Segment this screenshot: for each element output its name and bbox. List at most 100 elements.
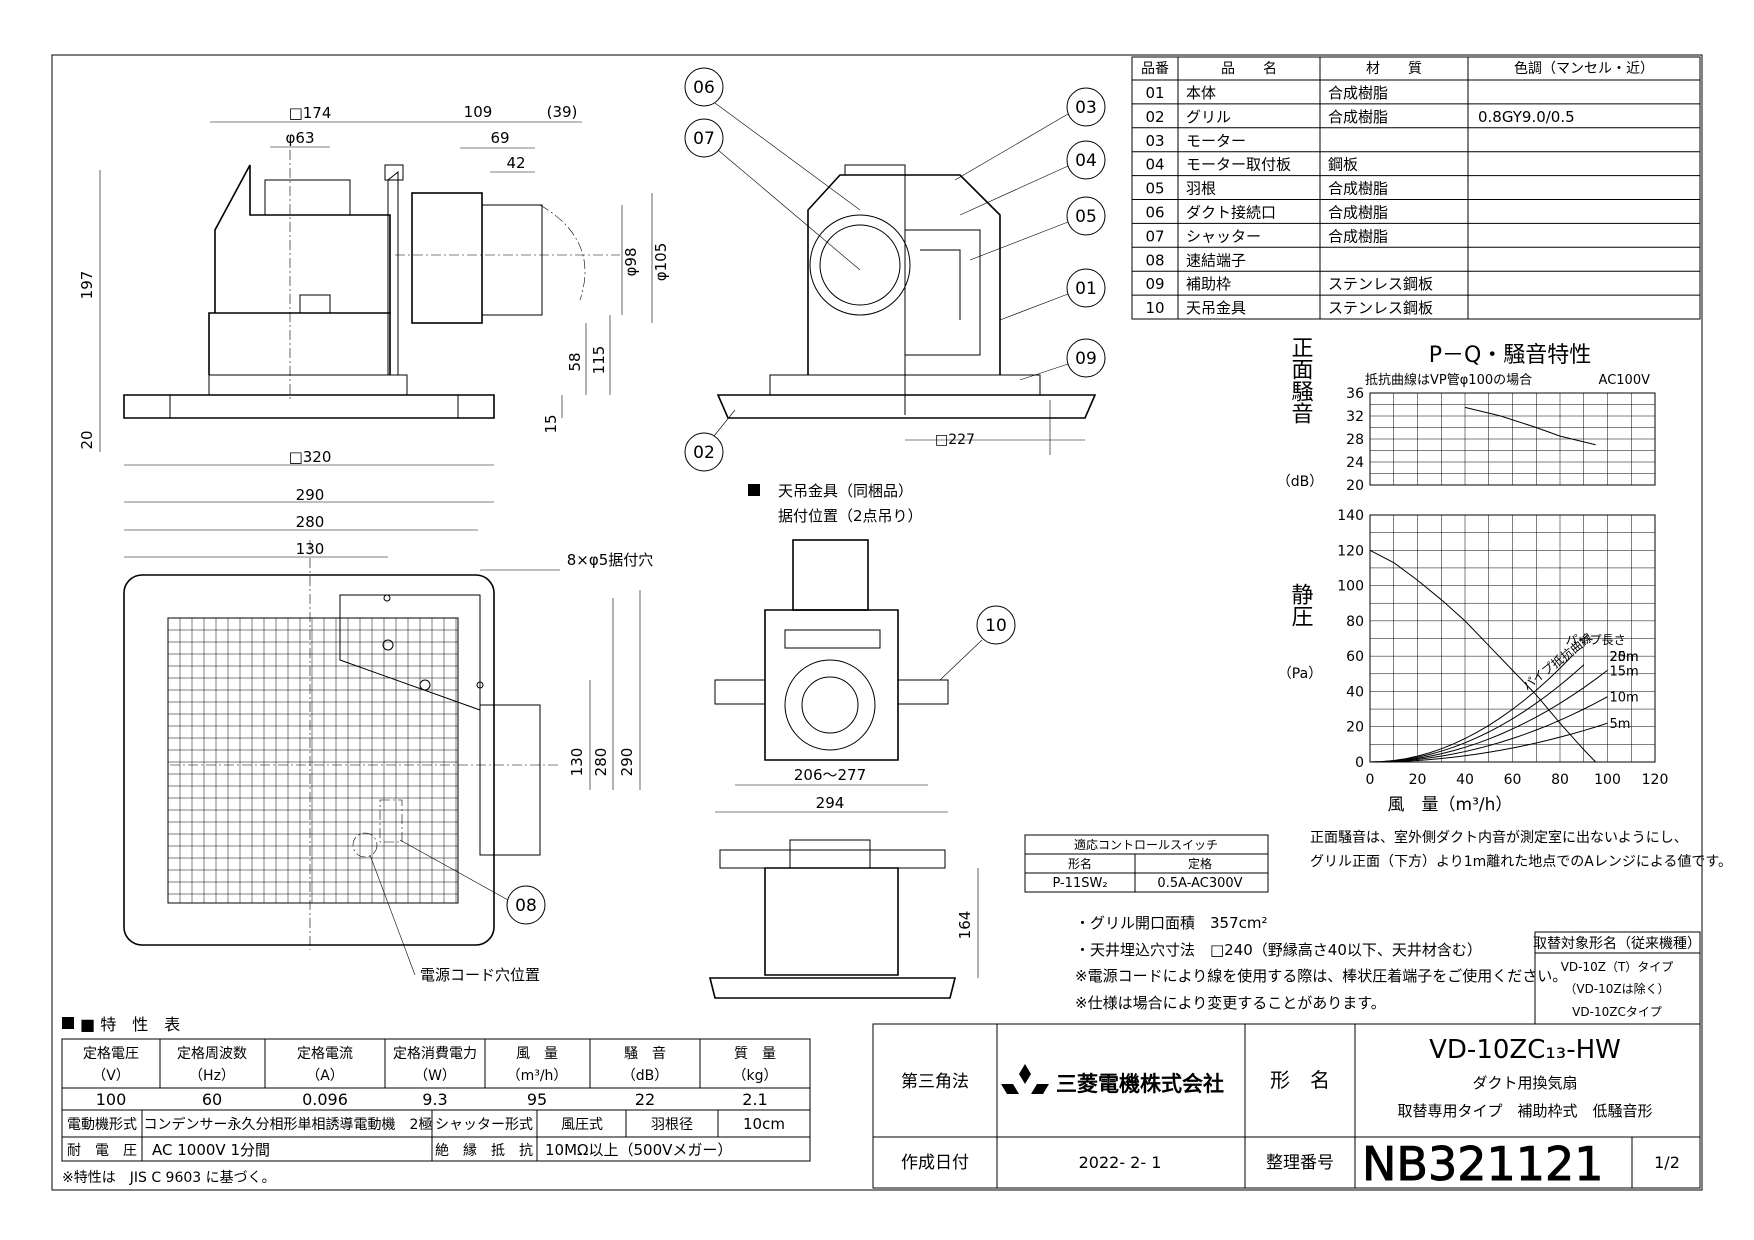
spec-header: 質 量 bbox=[734, 1046, 776, 1062]
parts-row-no: 08 bbox=[1145, 251, 1164, 269]
parts-header-no: 品番 bbox=[1141, 61, 1169, 77]
spec-header: 定格電圧 bbox=[83, 1046, 139, 1062]
pq-ytick-label: 100 bbox=[1337, 579, 1364, 595]
chart-note-resistance: 抵抗曲線はVP管φ100の場合 bbox=[1365, 372, 1532, 388]
model-number: VD-10ZC₁₃-HW bbox=[1429, 1035, 1621, 1065]
switch-rating: 0.5A-AC300V bbox=[1157, 876, 1242, 891]
withstand-value: AC 1000V 1分間 bbox=[152, 1141, 270, 1159]
dim-15: 15 bbox=[542, 414, 560, 433]
switch-model: P-11SW₂ bbox=[1052, 876, 1107, 891]
dim-227: □227 bbox=[935, 432, 975, 448]
parts-row-no: 05 bbox=[1145, 180, 1164, 198]
parts-row-name: 羽根 bbox=[1186, 180, 1216, 198]
blade-label: 羽根径 bbox=[651, 1117, 693, 1133]
chart-voltage: AC100V bbox=[1599, 373, 1651, 388]
chart-note-2: グリル正面（下方）より1m離れた地点でのAレンジによる値です。 bbox=[1310, 853, 1732, 870]
parts-row-name: ダクト接続口 bbox=[1186, 204, 1276, 222]
replacement-line3: VD-10ZCタイプ bbox=[1572, 1005, 1662, 1019]
date-value: 2022- 2- 1 bbox=[1079, 1153, 1162, 1172]
projection-label: 第三角法 bbox=[901, 1072, 969, 1092]
pipe-resistance-curve bbox=[1369, 655, 1573, 763]
note-4: ※仕様は場合により変更することがあります。 bbox=[1075, 994, 1386, 1012]
parts-row-name: モーター取付板 bbox=[1186, 156, 1291, 174]
parts-row-no: 06 bbox=[1145, 204, 1164, 222]
model-desc-2: 取替専用タイプ 補助枠式 低騒音形 bbox=[1397, 1102, 1652, 1120]
switch-col2: 定格 bbox=[1188, 856, 1212, 871]
pq-xtick-label: 100 bbox=[1594, 772, 1621, 788]
pq-xtick-label: 60 bbox=[1504, 772, 1522, 788]
pq-ytick-label: 20 bbox=[1346, 720, 1364, 736]
parts-row-no: 04 bbox=[1145, 156, 1164, 174]
spec-title: ■ 特 性 表 bbox=[80, 1015, 180, 1034]
dim-42: 42 bbox=[506, 154, 525, 172]
callouts: 06 07 03 04 05 01 09 02 10 08 bbox=[399, 67, 1106, 925]
parts-row-material: 合成樹脂 bbox=[1328, 84, 1388, 102]
callout-10: 10 bbox=[985, 616, 1007, 636]
dim-phi63: φ63 bbox=[286, 129, 315, 147]
section-view: □227 bbox=[716, 164, 1097, 455]
model-desc-1: ダクト用換気扇 bbox=[1472, 1074, 1577, 1092]
parts-row-material: ステンレス鋼板 bbox=[1328, 299, 1433, 317]
pipe-resistance-curve bbox=[1369, 669, 1608, 763]
dim-115: 115 bbox=[590, 346, 608, 375]
parts-header-color: 色調（マンセル・近） bbox=[1514, 60, 1654, 77]
pq-ylabel: 静圧 bbox=[1288, 583, 1314, 627]
replacement-line2: （VD-10Zは除く） bbox=[1564, 981, 1669, 996]
hanger-label-1: 天吊金具（同梱品） bbox=[778, 482, 913, 500]
spec-value: 60 bbox=[202, 1090, 222, 1109]
chart-title: P－Q・騒音特性 bbox=[1429, 343, 1592, 368]
switch-table: 適応コントロールスイッチ 形名 定格 P-11SW₂ 0.5A-AC300V bbox=[1024, 834, 1269, 893]
parts-header-material: 材 質 bbox=[1366, 61, 1422, 77]
parts-row-material: 鋼板 bbox=[1328, 156, 1358, 174]
spec-footnote: ※特性は JIS C 9603 に基づく。 bbox=[62, 1169, 276, 1186]
dim-plan-v280: 280 bbox=[592, 748, 610, 777]
pipe-length-label: 5m bbox=[1610, 717, 1631, 732]
note-3: ※電源コードにより線を使用する際は、棒状圧着端子をご使用ください。 bbox=[1075, 967, 1567, 985]
spec-table: ■ 特 性 表 定格電圧（V）定格周波数（Hz）定格電流（A）定格消費電力（W）… bbox=[61, 1015, 811, 1186]
parts-row-name: モーター bbox=[1186, 132, 1246, 150]
dim-phi105: φ105 bbox=[652, 243, 670, 282]
replacement-line1: VD-10Z（T）タイプ bbox=[1561, 960, 1674, 974]
dim-320: □320 bbox=[289, 448, 332, 466]
pq-curve bbox=[1369, 549, 1596, 763]
parts-header-name: 品 名 bbox=[1221, 61, 1277, 77]
parts-row-name: 補助枠 bbox=[1186, 275, 1231, 293]
dim-197: 197 bbox=[78, 271, 96, 300]
hanger-view: 天吊金具（同梱品） 据付位置（2点吊り） 206～277 294 164 bbox=[708, 482, 979, 999]
spec-unit: （dB） bbox=[622, 1068, 669, 1084]
parts-row-no: 09 bbox=[1145, 275, 1164, 293]
callout-06: 06 bbox=[693, 78, 715, 98]
hanger-label-2: 据付位置（2点吊り） bbox=[778, 507, 923, 525]
noise-ytick-label: 24 bbox=[1346, 455, 1364, 471]
pq-ytick-label: 40 bbox=[1346, 684, 1364, 700]
spec-value: 9.3 bbox=[422, 1090, 447, 1109]
parts-row-no: 07 bbox=[1145, 227, 1164, 245]
dim-164: 164 bbox=[956, 911, 974, 940]
pq-xtick-label: 80 bbox=[1551, 772, 1569, 788]
motor-value: コンデンサー永久分相形単相誘導電動機 2極 bbox=[144, 1116, 433, 1133]
power-cord-label: 電源コード穴位置 bbox=[420, 966, 540, 984]
note-2: ・天井埋込穴寸法 □240（野縁高さ40以下、天井材含む） bbox=[1075, 941, 1482, 959]
pq-xlabel: 風 量（m³/h） bbox=[1388, 795, 1513, 815]
spec-unit: （V） bbox=[92, 1068, 130, 1084]
dim-69: 69 bbox=[490, 129, 509, 147]
company-name: 三菱電機株式会社 bbox=[1056, 1072, 1224, 1096]
dim-plan-290: 290 bbox=[296, 486, 325, 504]
pq-xtick-label: 20 bbox=[1409, 772, 1427, 788]
spec-value: 0.096 bbox=[302, 1090, 348, 1109]
spec-value: 95 bbox=[527, 1090, 547, 1109]
callout-01: 01 bbox=[1075, 279, 1097, 299]
chart-note-1: 正面騒音は、室外側ダクト内音が測定室に出ないようにし、 bbox=[1310, 829, 1688, 846]
pq-ytick-label: 80 bbox=[1346, 614, 1364, 630]
pq-ytick-label: 120 bbox=[1337, 543, 1364, 559]
side-view: □174 φ63 109 (39) 69 42 197 φ98 φ105 58 … bbox=[78, 103, 670, 466]
parts-row-name: 速結端子 bbox=[1186, 251, 1246, 269]
spec-unit: （Hz） bbox=[189, 1068, 235, 1084]
parts-row-material: 合成樹脂 bbox=[1328, 204, 1388, 222]
shutter-label: シャッター形式 bbox=[435, 1117, 533, 1133]
pq-xtick-label: 120 bbox=[1642, 772, 1669, 788]
callout-02: 02 bbox=[693, 443, 715, 463]
pq-ytick-label: 0 bbox=[1355, 755, 1364, 771]
